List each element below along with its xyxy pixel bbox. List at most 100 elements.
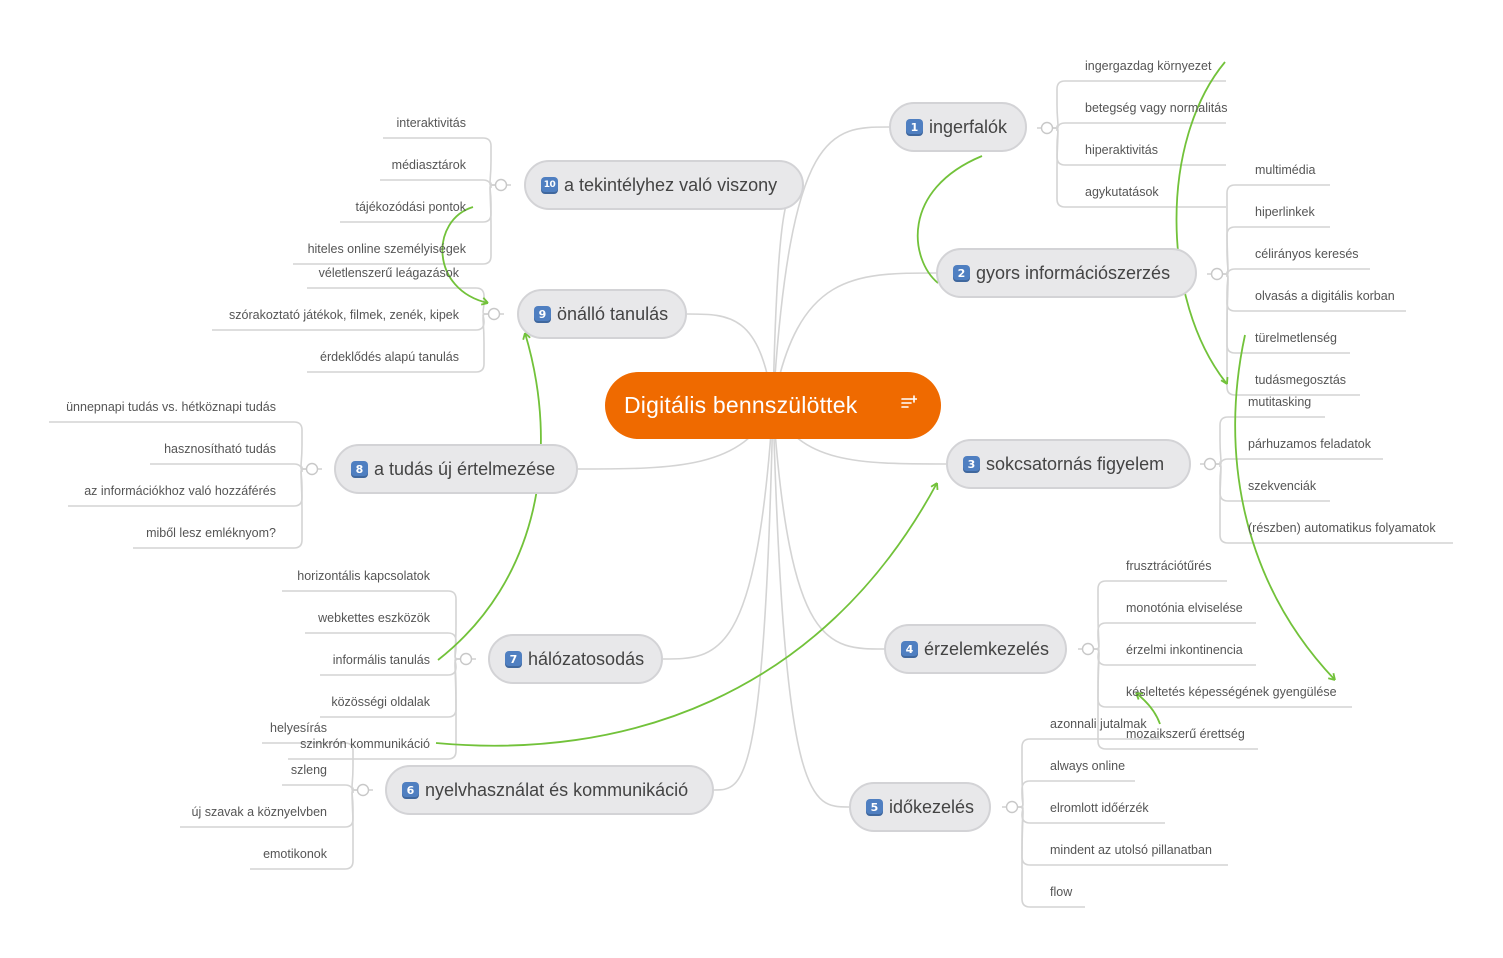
subtopic[interactable]: betegség vagy normalitás	[1085, 101, 1228, 115]
subtopic[interactable]: miből lesz emléknyom?	[146, 526, 276, 540]
subtopic[interactable]: (részben) automatikus folyamatok	[1248, 521, 1436, 535]
collapse-dot-icon[interactable]	[1005, 800, 1019, 814]
subtopic-underline	[1017, 806, 1085, 908]
subtopic[interactable]: az információkhoz való hozzáférés	[84, 484, 276, 498]
relationship-arrowhead	[480, 297, 489, 306]
collapse-dot-icon[interactable]	[459, 652, 473, 666]
subtopic[interactable]: flow	[1050, 885, 1073, 899]
number-2-icon: 2	[953, 264, 970, 282]
topic-label: a tekintélyhez való viszony	[564, 174, 778, 195]
relationship-line	[437, 332, 542, 661]
subtopic-underline	[288, 658, 461, 760]
collapse-dot-icon[interactable]	[356, 783, 370, 797]
topic-label: ingerfalók	[929, 116, 1008, 137]
subtopic[interactable]: informális tanulás	[332, 653, 430, 667]
subtopic[interactable]: olvasás a digitális korban	[1255, 289, 1395, 303]
number-7-icon: 7	[505, 650, 522, 668]
subtopic[interactable]: szleng	[290, 763, 327, 777]
subtopic-underline	[1052, 127, 1226, 208]
subtopic-underline	[1093, 580, 1227, 650]
topic-halozatosodas[interactable]: 7 hálózatosodás	[488, 634, 663, 684]
subtopic[interactable]: helyesírás	[270, 721, 327, 735]
subtopic[interactable]: párhuzamos feladatok	[1248, 437, 1371, 451]
subtopic[interactable]: monotónia elviselése	[1126, 601, 1243, 615]
subtopic[interactable]: céliránуos keresés	[1255, 247, 1359, 261]
collapse-dot-icon[interactable]	[305, 462, 319, 476]
topic-nyelvhasznalat[interactable]: 6 nyelvhasználat és kommunikáció	[385, 765, 714, 815]
subtopic[interactable]: webkettes eszközök	[318, 611, 430, 625]
collapse-dot-icon[interactable]	[494, 178, 508, 192]
subtopic[interactable]: interaktivitás	[396, 116, 466, 130]
subtopic-underline	[1222, 273, 1360, 396]
collapse-dot-icon[interactable]	[1040, 121, 1054, 135]
subtopic[interactable]: szórakoztató játékok, filmek, zenék, kip…	[229, 308, 459, 322]
topic-connector-line	[713, 404, 774, 791]
relationship-line	[441, 206, 489, 304]
number-5-icon: 5	[866, 798, 883, 816]
subtopic[interactable]: késleltetés képességének gyengülése	[1126, 685, 1337, 699]
subtopic[interactable]: médiasztárok	[391, 158, 466, 172]
subtopic-underline	[1222, 268, 1370, 278]
topic-onallo-tanulas[interactable]: 9 önálló tanulás	[517, 289, 687, 339]
topic-ingerfalok[interactable]: 1 ingerfalók	[889, 102, 1027, 152]
collapse-dot-icon[interactable]	[1081, 642, 1095, 656]
topic-label: gyors információszerzés	[976, 262, 1171, 283]
number-8-icon: 8	[351, 460, 368, 478]
subtopic[interactable]: hiteles online személyiségek	[307, 242, 466, 256]
subtopic[interactable]: always online	[1050, 759, 1126, 773]
subtopic[interactable]: érzelmi inkontinencia	[1126, 643, 1243, 657]
notes-icon[interactable]	[901, 395, 917, 411]
subtopic[interactable]: tudásmegosztás	[1255, 373, 1347, 387]
subtopic-underline	[293, 184, 496, 265]
topic-connector-line	[772, 404, 885, 650]
subtopic[interactable]: emotikonok	[263, 847, 327, 861]
number-1-icon: 1	[906, 118, 923, 136]
collapse-dot-icon[interactable]	[487, 307, 501, 321]
topic-tudas-uj-ertelmezese[interactable]: 8 a tudás új értelmezése	[334, 444, 578, 494]
subtopic[interactable]: multimédia	[1255, 163, 1316, 177]
subtopic-underline	[282, 590, 461, 660]
subtopic[interactable]: szinkrón kommunikáció	[300, 737, 430, 751]
subtopic-underline	[380, 179, 496, 189]
subtopic[interactable]: mindent az utolsó pillanatban	[1050, 843, 1212, 857]
central-topic[interactable]: Digitális bennszülöttek	[605, 372, 941, 439]
subtopic[interactable]: véletlenszerű leágazások	[318, 266, 459, 280]
subtopic[interactable]: mozaikszerű érettség	[1126, 727, 1245, 741]
subtopic[interactable]: szekvenciák	[1248, 479, 1317, 493]
topic-label: sokcsatornás figyelem	[986, 453, 1165, 474]
relationship-lines	[435, 61, 1336, 747]
subtopic[interactable]: ünnepnapi tudás vs. hétköznapi tudás	[66, 400, 276, 414]
subtopic[interactable]: mutitasking	[1248, 395, 1312, 409]
subtopic-underline	[150, 463, 307, 473]
subtopic-underline	[1052, 122, 1226, 132]
subtopic[interactable]: frusztrációtűrés	[1126, 559, 1212, 573]
subtopic[interactable]: hiperaktivitás	[1085, 143, 1158, 157]
topic-erzelemkezeles[interactable]: 4 érzelemkezelés	[884, 624, 1067, 674]
subtopic[interactable]: tájékozódási pontok	[355, 200, 467, 214]
collapse-dot-icon[interactable]	[1210, 267, 1224, 281]
topic-idokezeles[interactable]: 5 időkezelés	[849, 782, 991, 832]
topic-tekintelyhez-valo-viszony[interactable]: 10 a tekintélyhez való viszony	[524, 160, 804, 210]
topic-sokcsatornas-figyelem[interactable]: 3 sokcsatornás figyelem	[946, 439, 1191, 489]
number-10-icon: 10	[541, 176, 558, 194]
subtopic[interactable]: elromlott időérzék	[1050, 801, 1149, 815]
subtopic[interactable]: hiperlinkek	[1255, 205, 1315, 219]
subtopic[interactable]: agykutatások	[1085, 185, 1159, 199]
subtopic[interactable]: új szavak a köznyelvben	[191, 805, 328, 819]
relationship-line	[435, 482, 938, 747]
number-6-icon: 6	[402, 781, 419, 799]
subtopic[interactable]: azonnali jutalmak	[1050, 717, 1147, 731]
topic-connector-line	[772, 126, 890, 406]
relationship-line	[1135, 692, 1161, 725]
subtopic[interactable]: érdeklődés alapú tanulás	[320, 350, 459, 364]
collapse-dot-icon[interactable]	[1203, 457, 1217, 471]
subtopic[interactable]: közösségi oldalak	[331, 695, 430, 709]
topic-gyors-informacioszerzes[interactable]: 2 gyors információszerzés	[936, 248, 1197, 298]
subtopic[interactable]: türelmetlenség	[1255, 331, 1337, 345]
subtopic[interactable]: ingergazdag környezet	[1085, 59, 1212, 73]
number-9-icon: 9	[534, 305, 551, 323]
subtopic[interactable]: horizontális kapcsolatok	[297, 569, 430, 583]
subtopic[interactable]: hasznosítható tudás	[164, 442, 276, 456]
topic-connector-line	[772, 272, 937, 406]
